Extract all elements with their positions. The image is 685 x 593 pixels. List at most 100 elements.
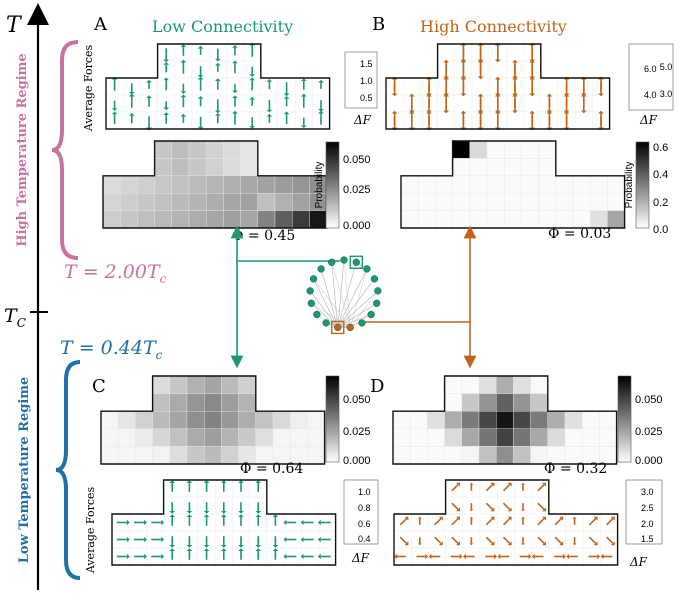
force-arrowhead <box>126 536 130 543</box>
heatmap-cell <box>504 140 522 159</box>
force-arrowhead <box>186 510 193 514</box>
force-arrowhead <box>521 482 525 485</box>
arrow-cell <box>454 94 473 113</box>
force-arrowhead <box>404 541 409 546</box>
low-regime-label: Low Temperature Regime <box>17 377 32 564</box>
force-arrowhead <box>163 59 169 63</box>
network-node <box>370 275 379 283</box>
legend-c-item-3: 0.4 <box>358 534 371 544</box>
network-edge <box>331 262 351 328</box>
heatmap-cell <box>188 192 207 211</box>
force-arrowhead <box>283 536 287 543</box>
heatmap-cell <box>538 175 556 194</box>
force-arrow <box>399 518 407 526</box>
heatmap-cell <box>169 428 188 447</box>
heatmap-cell <box>240 210 259 229</box>
force-arrowhead <box>529 59 535 63</box>
arrow-cell <box>523 94 541 113</box>
legend-d-item-2: 2.0 <box>641 519 654 529</box>
force-arrowhead <box>572 543 577 546</box>
force-arrowhead <box>600 553 604 560</box>
force-arrowhead <box>598 93 604 97</box>
force-arrow <box>537 518 545 526</box>
heatmap-outline <box>100 375 326 465</box>
heatmap-cell <box>223 140 241 159</box>
heatmap-cell <box>205 158 224 176</box>
heatmap-cell <box>400 192 419 211</box>
force-arrowhead <box>477 110 484 114</box>
force-arrowhead <box>186 480 193 484</box>
colorbar-a-label: Probability <box>314 162 325 209</box>
force-arrowhead <box>180 44 187 48</box>
force-arrowhead <box>593 541 598 546</box>
force-arrowhead <box>495 93 501 97</box>
force-arrow <box>434 518 442 526</box>
force-arrow <box>451 536 459 544</box>
heatmap-cell <box>521 210 539 229</box>
force-arrow <box>451 502 459 510</box>
heatmap-cell <box>221 411 239 430</box>
heatmap-cell <box>203 446 222 465</box>
force-arrowhead <box>144 553 147 560</box>
force-arrow <box>502 518 511 526</box>
heatmap-cell <box>513 411 531 430</box>
heatmap-cell <box>223 158 241 176</box>
panel-b-phi: Φ = 0.03 <box>548 226 611 242</box>
heatmap-cell <box>205 175 224 194</box>
heatmap-cell <box>478 393 497 412</box>
force-arrowhead <box>490 507 495 512</box>
force-arrow <box>588 518 597 526</box>
heatmap-cell <box>100 428 119 447</box>
heatmap-cell <box>486 158 505 176</box>
force-arrowhead <box>255 510 261 514</box>
heatmap-cell <box>117 446 136 465</box>
force-arrowhead <box>394 553 398 560</box>
force-arrowhead <box>255 480 261 484</box>
force-arrowhead <box>221 548 227 552</box>
arrow-cell <box>575 111 593 130</box>
legend-d-item-3: 1.5 <box>641 534 654 544</box>
heatmap-cell <box>169 411 188 430</box>
network-node <box>317 265 325 273</box>
force-arrow <box>399 536 407 544</box>
heatmap-cell <box>582 411 600 430</box>
force-arrowhead <box>563 110 570 114</box>
force-arrowhead <box>460 110 467 114</box>
panel-d-letter: D <box>370 376 384 397</box>
force-arrowhead <box>531 553 535 560</box>
force-arrowhead <box>111 111 118 115</box>
force-arrowhead <box>163 112 169 116</box>
force-arrowhead <box>126 553 130 560</box>
arrow-cell <box>592 94 610 113</box>
force-arrowhead <box>255 548 261 552</box>
force-arrow <box>606 536 614 544</box>
force-arrowhead <box>169 544 175 548</box>
force-arrow <box>485 502 493 510</box>
heatmap-d <box>392 375 618 465</box>
heatmap-cell <box>496 411 514 430</box>
heatmap-cell <box>221 446 239 465</box>
network-edge <box>313 278 351 328</box>
arrow-cell <box>471 77 490 96</box>
heatmap-cell <box>188 210 207 229</box>
force-arrow <box>554 536 562 544</box>
heatmap-cell <box>257 210 276 229</box>
panel-a-colorbar: 0.050 0.025 0.000 Probability <box>314 141 371 232</box>
force-arrowhead <box>232 90 238 94</box>
panel-a-force-legend: 1.5 1.0 0.5 ΔF <box>344 51 378 127</box>
heatmap-cell <box>513 375 531 394</box>
force-arrowhead <box>129 91 135 95</box>
force-arrow <box>485 484 493 492</box>
heatmap-cell <box>119 175 138 194</box>
force-arrowhead <box>512 59 518 63</box>
force-arrowhead <box>272 514 279 518</box>
panel-a-phi: Φ = 0.45 <box>232 228 295 244</box>
heatmap-cell <box>154 140 173 159</box>
heatmap-cell <box>513 446 531 465</box>
force-arrowhead <box>546 110 553 114</box>
heatmap-cell <box>504 158 522 176</box>
force-arrowhead <box>426 93 432 97</box>
legend-b-item-1: 5.0 <box>660 62 673 72</box>
heatmap-cell <box>169 375 188 394</box>
force-arrowhead <box>610 516 615 521</box>
